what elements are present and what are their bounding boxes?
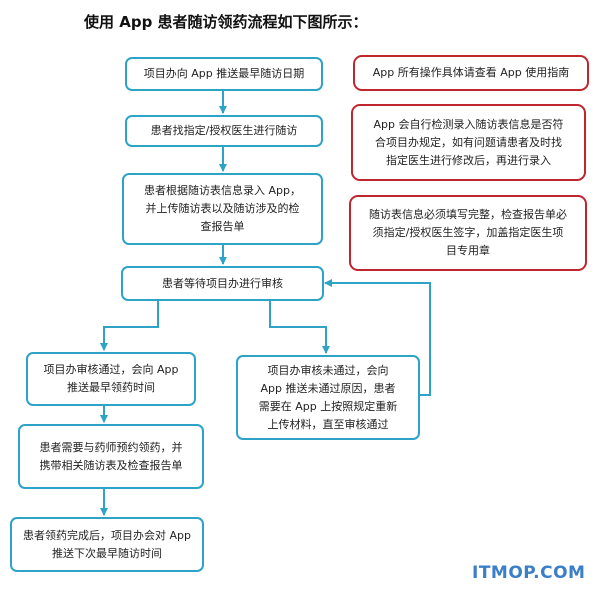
flow-step-await-review: 患者等待项目办进行审核: [121, 266, 324, 301]
note-label: App 所有操作具体请查看 App 使用指南: [372, 66, 570, 79]
flow-step-book-pharmacist: 患者需要与药师预约领药，并 携带相关随访表及检查报告单: [18, 424, 204, 489]
flow-step-find-doctor: 患者找指定/授权医生进行随访: [125, 115, 323, 147]
page-title: 使用 App 患者随访领药流程如下图所示：: [84, 13, 368, 31]
flow-step-label: 项目办审核通过，会向 App 推送最早领药时间: [43, 363, 179, 394]
flow-step-label: 患者需要与药师预约领药，并 携带相关随访表及检查报告单: [39, 440, 183, 472]
flow-step-label: 项目办审核未通过，会向 App 推送未通过原因，患者 需要在 App 上按照规定…: [258, 363, 398, 431]
arrow-step4-fail: [269, 301, 330, 354]
flow-step-push-earliest-visit-date: 项目办向 App 推送最早随访日期: [125, 57, 323, 91]
note-app-guide: App 所有操作具体请查看 App 使用指南: [353, 55, 589, 91]
note-app-check: App 会自行检测录入随访表信息是否符 合项目办规定，如有问题请患者及时找 指定…: [351, 104, 586, 181]
arrow-fail-loop: [324, 279, 431, 396]
note-label: App 会自行检测录入随访表信息是否符 合项目办规定，如有问题请患者及时找 指定…: [373, 117, 564, 167]
note-form-requirements: 随访表信息必须填写完整，检查报告单必 须指定/授权医生签字，加盖指定医生项 目专…: [349, 195, 587, 271]
flow-step-review-failed: 项目办审核未通过，会向 App 推送未通过原因，患者 需要在 App 上按照规定…: [236, 355, 420, 440]
flow-step-enter-app: 患者根据随访表信息录入 App， 并上传随访表以及随访涉及的检 查报告单: [122, 173, 323, 245]
flow-step-label: 项目办向 App 推送最早随访日期: [143, 67, 305, 80]
flow-step-label: 患者根据随访表信息录入 App， 并上传随访表以及随访涉及的检 查报告单: [144, 184, 301, 233]
flow-step-label: 患者等待项目办进行审核: [162, 276, 283, 290]
watermark: ITMOP.COM: [472, 563, 586, 583]
note-label: 随访表信息必须填写完整，检查报告单必 须指定/授权医生签字，加盖指定医生项 目专…: [369, 208, 567, 257]
arrow-step4-pass: [100, 301, 159, 351]
flow-step-label: 患者找指定/授权医生进行随访: [150, 124, 298, 137]
flow-step-label: 患者领药完成后，项目办会对 App 推送下次最早随访时间: [23, 528, 191, 560]
flow-step-medication-collected: 患者领药完成后，项目办会对 App 推送下次最早随访时间: [10, 517, 204, 572]
flow-step-review-passed: 项目办审核通过，会向 App 推送最早领药时间: [26, 352, 196, 406]
